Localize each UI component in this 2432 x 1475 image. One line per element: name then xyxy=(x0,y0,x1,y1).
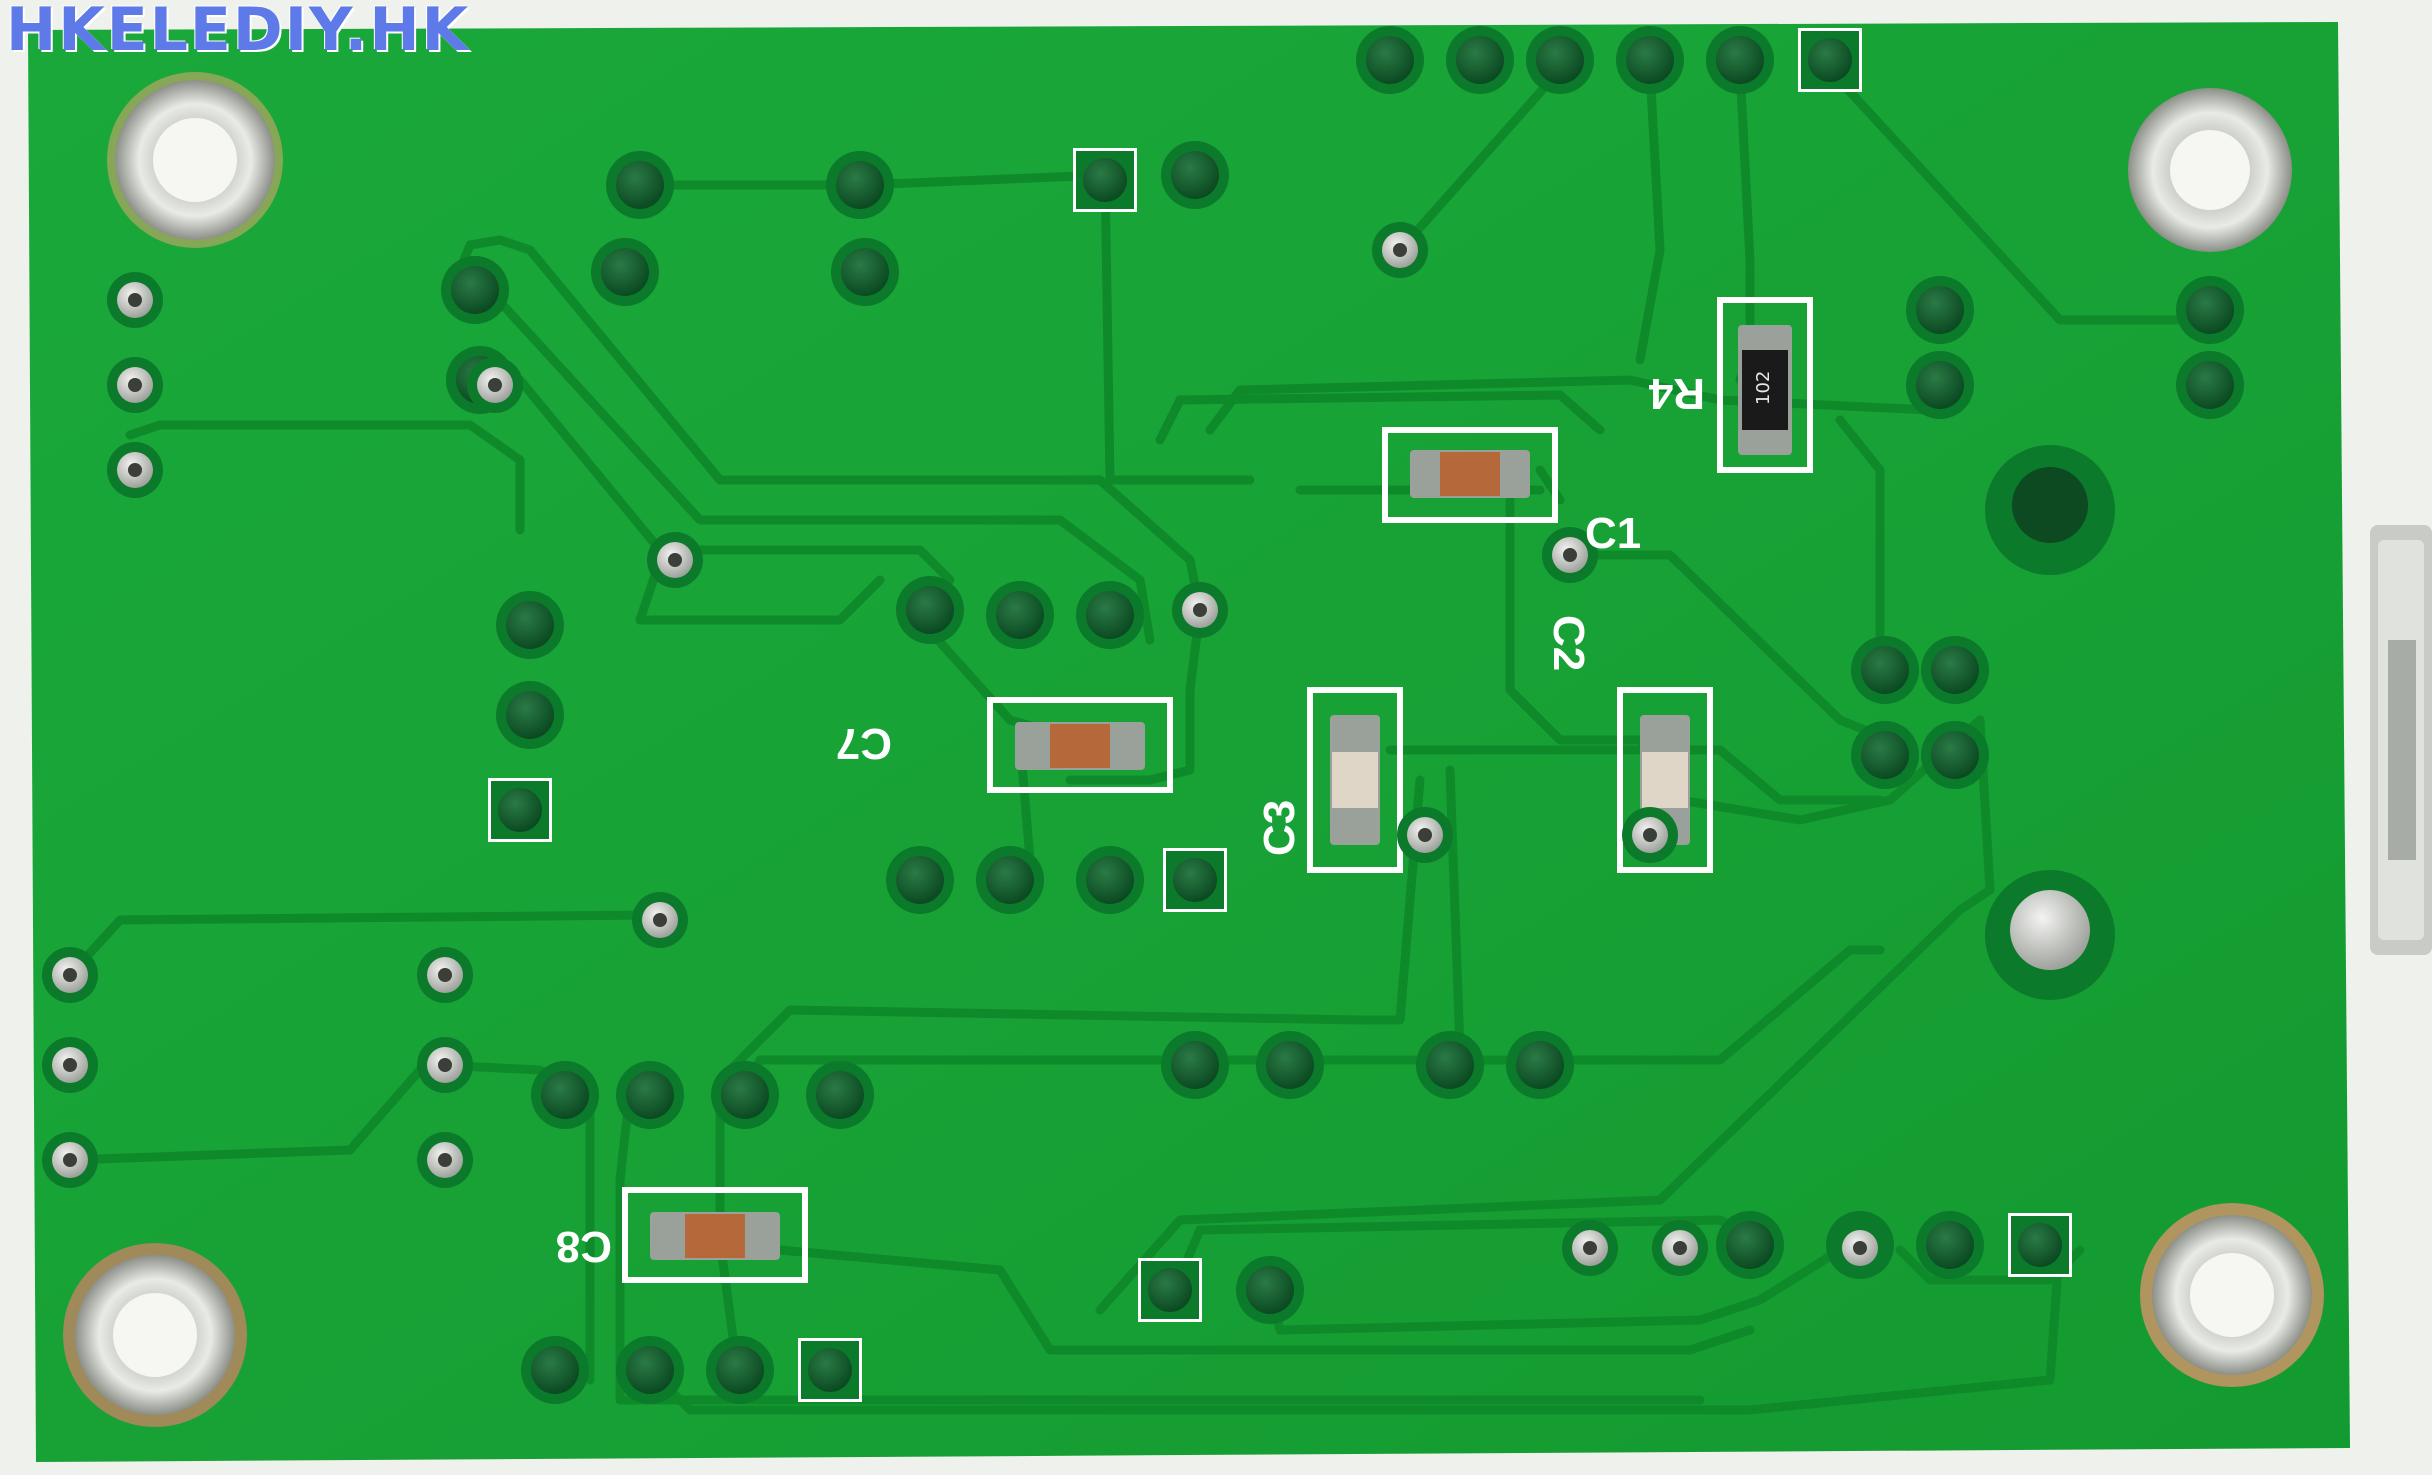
via-icon xyxy=(1563,548,1577,562)
via-icon xyxy=(1643,828,1657,842)
solder-pad-icon xyxy=(1916,361,1964,409)
solder-pad-icon xyxy=(1083,158,1127,202)
solder-pad-icon xyxy=(896,856,944,904)
solder-pad-icon xyxy=(1726,1221,1774,1269)
solder-pad-icon xyxy=(2186,286,2234,334)
via-icon xyxy=(128,293,142,307)
solder-pad-icon xyxy=(721,1071,769,1119)
solder-pad-icon xyxy=(1266,1041,1314,1089)
silk-label-c1: C1 xyxy=(1585,509,1642,558)
solder-pad-icon xyxy=(616,161,664,209)
solder-pad-icon xyxy=(1246,1266,1294,1314)
solder-pad-icon xyxy=(1808,38,1852,82)
solder-pad-icon xyxy=(1171,151,1219,199)
via-icon xyxy=(438,1058,452,1072)
solder-pad-icon xyxy=(1148,1268,1192,1312)
solder-pad-icon xyxy=(1366,36,1414,84)
solder-pad-icon xyxy=(506,691,554,739)
solder-pad-icon xyxy=(1536,36,1584,84)
solder-pad-icon xyxy=(1931,646,1979,694)
silk-label-c3: C3 xyxy=(1255,799,1304,856)
solder-pad-icon xyxy=(1716,36,1764,84)
connector-tabs xyxy=(1985,445,2115,1000)
solder-pad-icon xyxy=(1086,856,1134,904)
solder-pad-icon xyxy=(996,591,1044,639)
usb-connector-icon xyxy=(2370,525,2432,955)
via-icon xyxy=(128,378,142,392)
silkscreen-outlines xyxy=(622,297,1813,1283)
smd-components xyxy=(650,325,1792,1260)
smd-capacitor-icon xyxy=(1410,450,1530,498)
via-icon xyxy=(488,378,502,392)
via-icon xyxy=(1418,828,1432,842)
solder-pad-icon xyxy=(816,1071,864,1119)
smd-capacitor-icon xyxy=(1015,722,1145,770)
via-icon xyxy=(128,463,142,477)
silk-label-c7: C7 xyxy=(835,719,892,768)
solder-pad-icon xyxy=(841,248,889,296)
via-icon xyxy=(653,913,667,927)
mounting-hole-icon xyxy=(2140,1203,2324,1387)
solder-pad-icon xyxy=(451,266,499,314)
solder-pad-icon xyxy=(1931,731,1979,779)
solder-pads xyxy=(441,26,2244,1404)
solder-pad-icon xyxy=(1626,36,1674,84)
via-icon xyxy=(1583,1241,1597,1255)
via-icon xyxy=(438,1153,452,1167)
via-icon xyxy=(438,968,452,982)
resistor-code-label: 102 xyxy=(1753,370,1774,405)
solder-pad-icon xyxy=(1916,286,1964,334)
solder-pad-icon xyxy=(1516,1041,1564,1089)
silver-vias xyxy=(42,222,1888,1276)
solder-pad-icon xyxy=(1456,36,1504,84)
solder-pad-icon xyxy=(2186,361,2234,409)
mounting-hole-icon xyxy=(63,1243,247,1427)
solder-pad-icon xyxy=(1173,858,1217,902)
mounting-hole-icon xyxy=(2128,88,2292,252)
solder-pad-icon xyxy=(836,161,884,209)
solder-pad-icon xyxy=(1426,1041,1474,1089)
silk-label-c2: C2 xyxy=(1544,615,1593,672)
solder-pad-icon xyxy=(626,1071,674,1119)
smd-capacitor-icon xyxy=(1330,715,1380,845)
mounting-holes xyxy=(63,72,2324,1427)
silk-label-r4: R4 xyxy=(1648,369,1705,418)
smd-capacitor-icon xyxy=(650,1212,780,1260)
mounting-hole-icon xyxy=(107,72,283,248)
solder-pad-icon xyxy=(601,248,649,296)
via-icon xyxy=(63,1058,77,1072)
solder-pad-icon xyxy=(906,586,954,634)
solder-pad-icon xyxy=(1926,1221,1974,1269)
silk-label-c8: C8 xyxy=(555,1222,612,1271)
via-icon xyxy=(668,553,682,567)
square-pads xyxy=(488,28,2072,1402)
via-icon xyxy=(1853,1241,1867,1255)
via-icon xyxy=(1673,1241,1687,1255)
solder-pad-icon xyxy=(506,601,554,649)
solder-pad-icon xyxy=(2018,1223,2062,1267)
via-icon xyxy=(63,1153,77,1167)
solder-pad-icon xyxy=(716,1346,764,1394)
solder-pad-icon xyxy=(1861,731,1909,779)
solder-pad-icon xyxy=(1861,646,1909,694)
via-icon xyxy=(63,968,77,982)
solder-pad-icon xyxy=(531,1346,579,1394)
via-icon xyxy=(1193,603,1207,617)
solder-pad-icon xyxy=(1086,591,1134,639)
solder-pad-icon xyxy=(1171,1041,1219,1089)
solder-pad-icon xyxy=(541,1071,589,1119)
watermark-text: HKELEDIY.HK xyxy=(6,0,471,65)
smd-resistor-icon xyxy=(1738,325,1792,455)
solder-pad-icon xyxy=(626,1346,674,1394)
solder-pad-icon xyxy=(498,788,542,832)
via-icon xyxy=(1393,243,1407,257)
solder-pad-icon xyxy=(986,856,1034,904)
solder-pad-icon xyxy=(808,1348,852,1392)
